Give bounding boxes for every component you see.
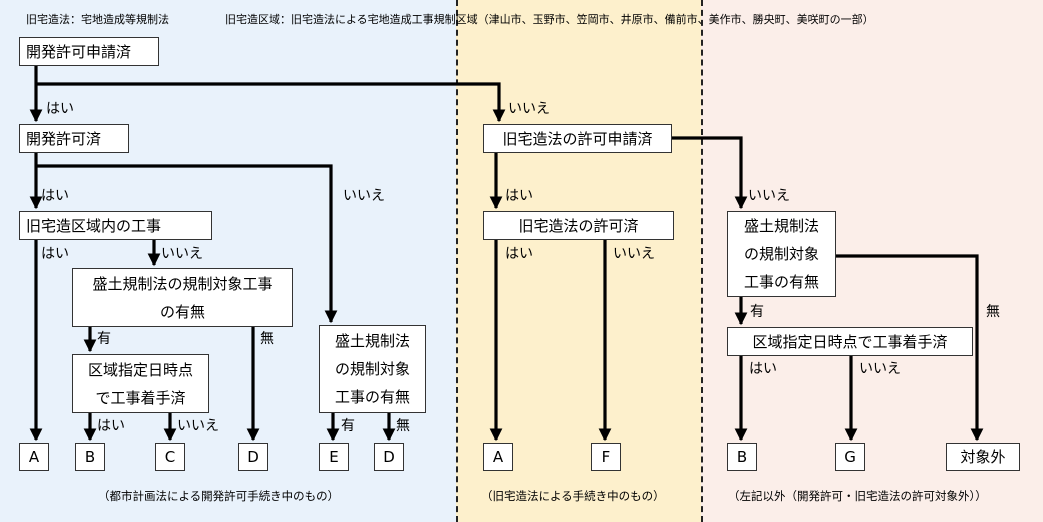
edge-label-ari: 有 bbox=[97, 331, 111, 347]
box-kuiki-date-right: 区域指定日時点で工事着手済 bbox=[727, 327, 973, 356]
result-c: C bbox=[155, 443, 185, 471]
edge-label-no: いいえ bbox=[748, 188, 790, 204]
box-morido-target: 盛土規制法の規制対象工事 の有無 bbox=[72, 268, 293, 327]
box-line: 盛土規制法の規制対象工事 bbox=[92, 274, 273, 293]
box-line: の規制対象 bbox=[743, 245, 819, 263]
box-kuiki-date: 区域指定日時点 で工事着手済 bbox=[72, 354, 209, 413]
edge-label-yes: はい bbox=[505, 188, 533, 204]
result-f: F bbox=[591, 443, 621, 471]
box-line: 区域指定日時点 bbox=[87, 360, 193, 379]
box-kaihatsu-permitted: 開発許可済 bbox=[19, 124, 129, 153]
arrow-applied-to-kyutaku bbox=[36, 82, 506, 123]
footer-mid: （旧宅造法による手続き中のもの） bbox=[481, 489, 665, 503]
result-out-of-scope: 対象外 bbox=[946, 443, 1020, 471]
zone-divider bbox=[456, 0, 458, 522]
box-line: の有無 bbox=[159, 302, 205, 321]
result-b: B bbox=[727, 443, 757, 471]
box-line: 工事の有無 bbox=[743, 273, 819, 291]
edge-label-ari: 有 bbox=[750, 304, 764, 320]
box-morido-mid: 盛土規制法 の規制対象 工事の有無 bbox=[319, 325, 426, 413]
edge-label-no: いいえ bbox=[161, 246, 203, 262]
edge-label-yes: はい bbox=[41, 246, 69, 262]
box-line: 盛土規制法 bbox=[334, 332, 410, 350]
result-a: A bbox=[19, 443, 49, 471]
edge-label-ari: 有 bbox=[341, 418, 355, 434]
box-kaihatsu-applied: 開発許可申請済 bbox=[19, 37, 159, 66]
zone-divider bbox=[701, 0, 703, 522]
arrow-kyutaku-to-morido-right bbox=[672, 136, 748, 210]
edge-label-yes: はい bbox=[97, 418, 125, 434]
box-kyutaku-applied: 旧宅造法の許可申請済 bbox=[483, 124, 672, 153]
result-a: A bbox=[483, 443, 513, 471]
header-legend-area: 旧宅造区域：旧宅造法による宅地造成工事規制区域（津山市、玉野市、笠岡市、井原市、… bbox=[225, 13, 874, 26]
edge-label-nashi: 無 bbox=[260, 331, 274, 347]
box-kyutaku-area-work: 旧宅造区域内の工事 bbox=[19, 211, 212, 240]
edge-label-no: いいえ bbox=[343, 188, 385, 204]
header-legend-law: 旧宅造法：宅地造成等規制法 bbox=[26, 13, 169, 26]
result-d: D bbox=[238, 443, 268, 471]
arrow-morido-right-to-out bbox=[836, 254, 984, 442]
zone-development-permit bbox=[0, 0, 456, 522]
box-kyutaku-permitted: 旧宅造法の許可済 bbox=[483, 211, 674, 240]
edge-label-yes: はい bbox=[749, 361, 777, 377]
edge-label-no: いいえ bbox=[508, 101, 550, 117]
box-line: で工事着手済 bbox=[95, 388, 186, 407]
box-line: の規制対象 bbox=[334, 360, 410, 378]
edge-label-yes: はい bbox=[505, 246, 533, 262]
edge-label-nashi: 無 bbox=[986, 304, 1000, 320]
box-morido-right: 盛土規制法 の規制対象 工事の有無 bbox=[727, 211, 836, 297]
edge-label-yes: はい bbox=[41, 188, 69, 204]
box-line: 盛土規制法 bbox=[743, 217, 819, 235]
result-d: D bbox=[374, 443, 404, 471]
box-line: 工事の有無 bbox=[334, 388, 410, 406]
edge-label-yes: はい bbox=[46, 101, 74, 117]
arrow-permitted-to-morido-mid bbox=[36, 164, 338, 324]
result-g: G bbox=[835, 443, 865, 471]
edge-label-nashi: 無 bbox=[396, 418, 410, 434]
result-b: B bbox=[75, 443, 105, 471]
edge-label-no: いいえ bbox=[177, 418, 219, 434]
result-e: E bbox=[319, 443, 349, 471]
edge-label-no: いいえ bbox=[859, 361, 901, 377]
footer-right: （左記以外（開発許可・旧宅造法の許可対象外）） bbox=[728, 489, 987, 503]
edge-label-no: いいえ bbox=[613, 246, 655, 262]
footer-left: （都市計画法による開発許可手続き中のもの） bbox=[98, 489, 340, 503]
